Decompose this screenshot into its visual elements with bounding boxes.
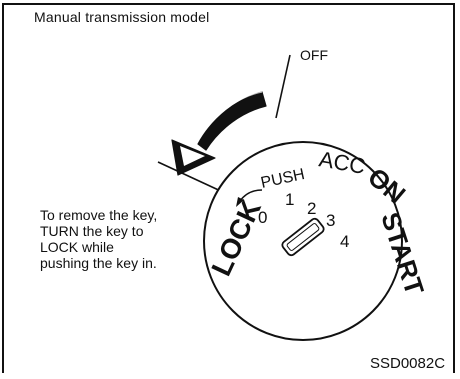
instruction-line: LOCK while (40, 239, 114, 255)
position-number-4: 4 (340, 232, 349, 251)
position-number-2: 2 (307, 199, 316, 218)
instruction-line: To remove the key, (40, 207, 158, 223)
lock-leader-line (157, 161, 226, 194)
position-number-1: 1 (285, 190, 294, 209)
diagram-frame (2, 3, 455, 373)
position-number-3: 3 (326, 211, 335, 230)
position-number-0: 0 (258, 208, 267, 227)
rotation-arrow (171, 91, 267, 176)
removal-instructions: To remove the key, TURN the key to LOCK … (40, 207, 157, 271)
instruction-line: pushing the key in. (40, 255, 157, 271)
off-label: OFF (300, 47, 328, 63)
instruction-line: TURN the key to (40, 223, 144, 239)
off-leader-line (275, 54, 291, 119)
diagram-title: Manual transmission model (34, 9, 210, 25)
reference-code: SSD0082C (370, 355, 446, 372)
key-slot (281, 217, 325, 257)
